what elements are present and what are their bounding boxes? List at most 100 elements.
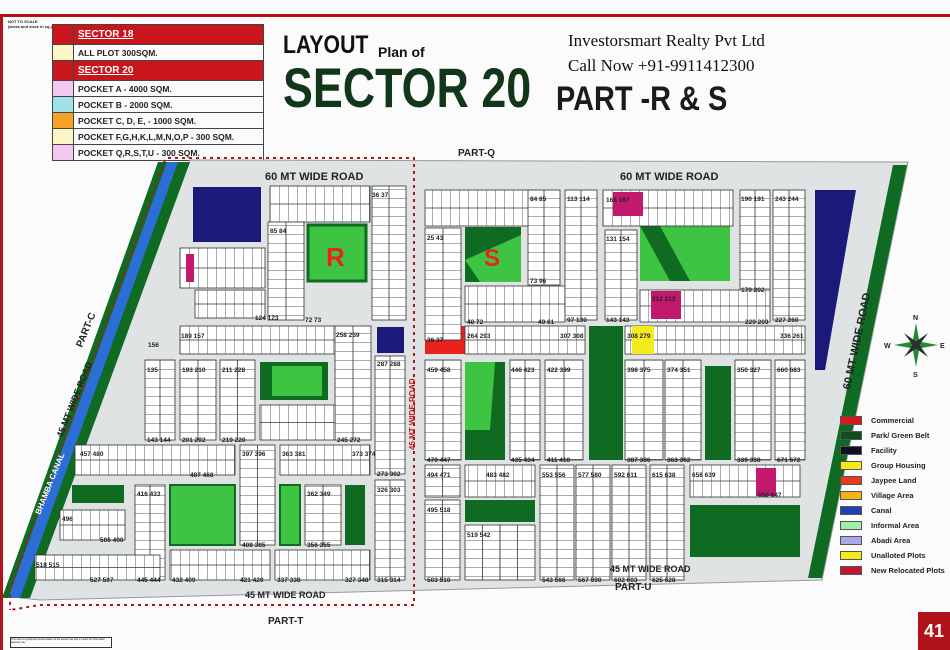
legend-row: SECTOR 18: [52, 24, 264, 45]
title-part: PART -R & S: [556, 80, 728, 118]
map-legend-item: Commercial: [840, 413, 945, 428]
map-legend-item: Informal Area: [840, 518, 945, 533]
legend-swatch: [840, 476, 862, 485]
park-r: [306, 223, 368, 283]
facility-block: [193, 187, 261, 242]
plot-number: 85 84: [270, 228, 287, 235]
plot-number: 398 375: [627, 367, 651, 374]
plot-number: 671 672: [777, 457, 801, 464]
legend-swatch: [840, 536, 862, 545]
plot-number: 308 279: [627, 333, 651, 340]
legend-swatch: [840, 461, 862, 470]
plot-number: 73 96: [530, 278, 547, 285]
plot-number: 470 447: [427, 457, 451, 464]
plot-number: 336 261: [780, 333, 804, 340]
plot-number: 445 444: [137, 577, 161, 584]
frame-border-top: [0, 14, 950, 17]
legend-label: New Relocated Plots: [871, 566, 945, 575]
plot-number: 487 468: [190, 472, 214, 479]
legend-label: Jaypee Land: [871, 476, 917, 485]
plot-number: 397 396: [242, 451, 266, 458]
plot-number: 363 362: [667, 457, 691, 464]
road-label: 60 MT WIDE ROAD: [265, 171, 363, 183]
map-legend-item: Group Housing: [840, 458, 945, 473]
plot-number: 72 73: [305, 317, 322, 324]
part-r-boundary: [9, 157, 415, 611]
plot-number: 615 638: [652, 472, 676, 479]
part-q-label: PART-Q: [458, 148, 495, 159]
legend-swatch: [840, 431, 862, 440]
relocated-plots: [756, 468, 776, 496]
legend-swatch: [840, 491, 862, 500]
title-sector: SECTOR 20: [283, 56, 532, 119]
plot-number: 374 351: [667, 367, 691, 374]
legend-label: Abadi Area: [871, 536, 911, 545]
legend-swatch: [52, 24, 74, 45]
plot-number: 84 85: [530, 196, 547, 203]
plot-number: 97 130: [567, 317, 587, 324]
plot-number: 113 114: [567, 196, 590, 203]
plot-number: 432 409: [172, 577, 196, 584]
plot-number: 496: [62, 516, 73, 523]
plot-number: 543 566: [542, 577, 566, 584]
title-plan-of: Plan of: [378, 44, 425, 60]
plot-number: 483 482: [486, 472, 510, 479]
company-name: Investorsmart Realty Pvt Ltd: [568, 31, 765, 50]
park-belt: [465, 500, 535, 522]
map-legend-item: Abadi Area: [840, 533, 945, 548]
plot-number: 592 611: [614, 472, 638, 479]
legend-swatch: [840, 506, 862, 515]
plot-number: 362 349: [307, 491, 331, 498]
park-small: [72, 485, 124, 503]
plot-number: 307 308: [560, 333, 584, 340]
park-strip-2: [345, 485, 365, 545]
plot-number: 229 203: [745, 319, 769, 326]
plot-number: 658 639: [692, 472, 716, 479]
plot-number: 190 191: [741, 196, 765, 203]
phone-number[interactable]: Call Now +91-9911412300: [568, 56, 755, 75]
plot-number: 337 338: [277, 577, 301, 584]
park-strip: [279, 484, 301, 546]
plot-number: 422 399: [547, 367, 571, 374]
map-legend-item: Park/ Green Belt: [840, 428, 945, 443]
legend-swatch: [840, 521, 862, 530]
plot-number: 625 628: [652, 577, 676, 584]
plot-number: 518 515: [36, 562, 60, 569]
plot-number: 264 293: [467, 333, 491, 340]
plot-number: 124 123: [255, 315, 279, 322]
compass-south: S: [913, 372, 918, 379]
plot-number: 135: [147, 367, 158, 374]
plot-number: 495 518: [427, 507, 451, 514]
plot-number: 212 213: [652, 296, 676, 303]
park-r-label: R: [326, 242, 345, 272]
legend-label: Group Housing: [871, 461, 926, 470]
canal: [7, 162, 178, 598]
plot-number: 527 507: [90, 577, 114, 584]
legend-swatch: [52, 80, 74, 97]
compass-west: W: [884, 343, 891, 350]
legend-swatch: [840, 566, 862, 575]
plot-number: 243 244: [775, 196, 799, 203]
unalloted-plots: [632, 326, 654, 354]
road-label: 45 MT WIDE ROAD: [610, 564, 691, 574]
plot-number: 387 386: [627, 457, 651, 464]
facility-small: [377, 327, 404, 353]
park-narrow: [705, 366, 731, 460]
plot-number: 373 374: [352, 451, 376, 458]
plot-number: 326 303: [377, 487, 401, 494]
frame-border-left: [0, 14, 3, 650]
facility-right: [815, 190, 856, 370]
map-legend-item: Jaypee Land: [840, 473, 945, 488]
green-belt-right: [808, 165, 907, 578]
plot-number: 258 259: [336, 332, 360, 339]
park-bottom-right: [690, 505, 800, 557]
plot-number: 577 580: [578, 472, 602, 479]
road-label: 60 MT WIDE ROAD: [620, 171, 718, 183]
road-label: 45 MT WIDE ROAD: [408, 378, 417, 450]
relocated-plots: [613, 192, 643, 216]
legend-label: Park/ Green Belt: [871, 431, 930, 440]
plot-number: 408 385: [242, 542, 266, 549]
plot-number: 143 144: [147, 437, 171, 444]
